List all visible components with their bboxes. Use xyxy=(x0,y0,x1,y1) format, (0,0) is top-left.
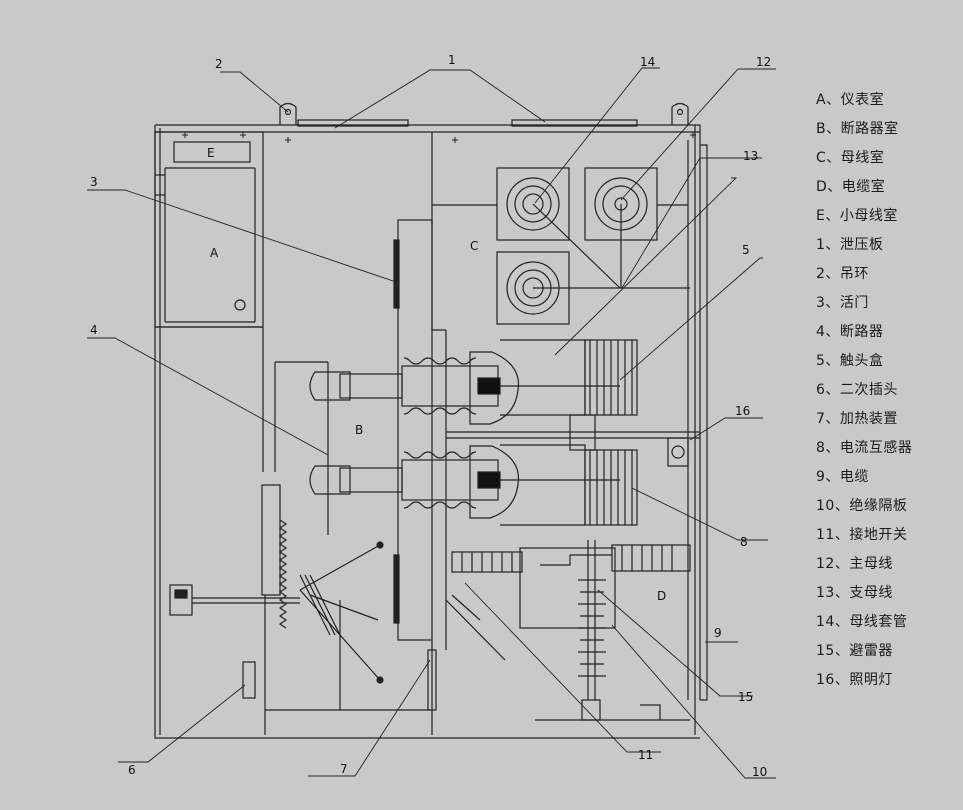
callout-8: 8 xyxy=(740,535,748,549)
legend-item: 14、母线套管 xyxy=(816,614,908,630)
callout-9: 9 xyxy=(714,626,722,640)
lighting-lamp xyxy=(667,437,689,467)
legend-item: 5、触头盒 xyxy=(816,353,884,369)
busbar-bushings xyxy=(432,167,690,325)
region-label-b: B xyxy=(355,423,363,437)
legend-item: 16、照明灯 xyxy=(816,672,893,688)
partition-wall xyxy=(393,132,447,735)
callout-2: 2 xyxy=(215,57,223,71)
contact-boxes xyxy=(446,339,700,526)
legend-item: 2、吊环 xyxy=(816,266,869,282)
legend-item: 11、接地开关 xyxy=(816,527,908,543)
callout-1: 1 xyxy=(448,53,456,67)
callout-3: 3 xyxy=(90,175,98,189)
legend-item: 7、加热装置 xyxy=(816,411,898,427)
upper-contact-arm xyxy=(309,351,620,425)
legend-item: D、电缆室 xyxy=(816,179,886,195)
circuit-breaker-room xyxy=(155,326,430,735)
legend-item: 1、泄压板 xyxy=(816,237,884,253)
callout-4: 4 xyxy=(90,323,98,337)
callout-15: 15 xyxy=(738,690,753,704)
callout-10: 10 xyxy=(752,765,767,779)
legend-item: B、断路器室 xyxy=(816,121,899,137)
region-label-c: C xyxy=(470,239,478,253)
region-labels: E A B C D xyxy=(207,146,666,603)
callout-numbers: 1 2 3 4 5 6 7 8 9 10 11 12 13 14 15 16 xyxy=(90,53,771,779)
legend-item: E、小母线室 xyxy=(816,208,898,224)
callout-12: 12 xyxy=(756,55,771,69)
cabinet-frame xyxy=(154,102,708,739)
region-label-e: E xyxy=(207,146,215,160)
legend-item: 10、绝缘隔板 xyxy=(816,498,908,514)
legend-item: 15、避雷器 xyxy=(816,643,893,659)
callout-16: 16 xyxy=(735,404,750,418)
legend-item: 13、支母线 xyxy=(816,585,893,601)
region-label-a: A xyxy=(210,246,219,260)
legend-item: 3、活门 xyxy=(816,295,869,311)
legend-item: 4、断路器 xyxy=(816,324,884,340)
circuit-breaker-truck xyxy=(169,519,384,699)
callout-leaders xyxy=(87,67,776,779)
legend-item: C、母线室 xyxy=(816,150,885,166)
callout-14: 14 xyxy=(640,55,655,69)
legend-item: 8、电流互感器 xyxy=(816,440,913,456)
legend-list: A、仪表室 B、断路器室 C、母线室 D、电缆室 E、小母线室 1、泄压板 2、… xyxy=(816,86,961,695)
region-label-d: D xyxy=(657,589,666,603)
legend-item: 12、主母线 xyxy=(816,556,893,572)
instrument-room xyxy=(154,131,264,328)
callout-11: 11 xyxy=(638,748,653,762)
lower-contact-arm xyxy=(309,445,620,519)
callout-5: 5 xyxy=(742,243,750,257)
cable-room xyxy=(445,540,691,721)
callout-13: 13 xyxy=(743,149,758,163)
callout-7: 7 xyxy=(340,762,348,776)
legend-item: 6、二次插头 xyxy=(816,382,898,398)
legend-item: A、仪表室 xyxy=(816,92,885,108)
callout-6: 6 xyxy=(128,763,136,777)
legend-item: 9、电缆 xyxy=(816,469,869,485)
